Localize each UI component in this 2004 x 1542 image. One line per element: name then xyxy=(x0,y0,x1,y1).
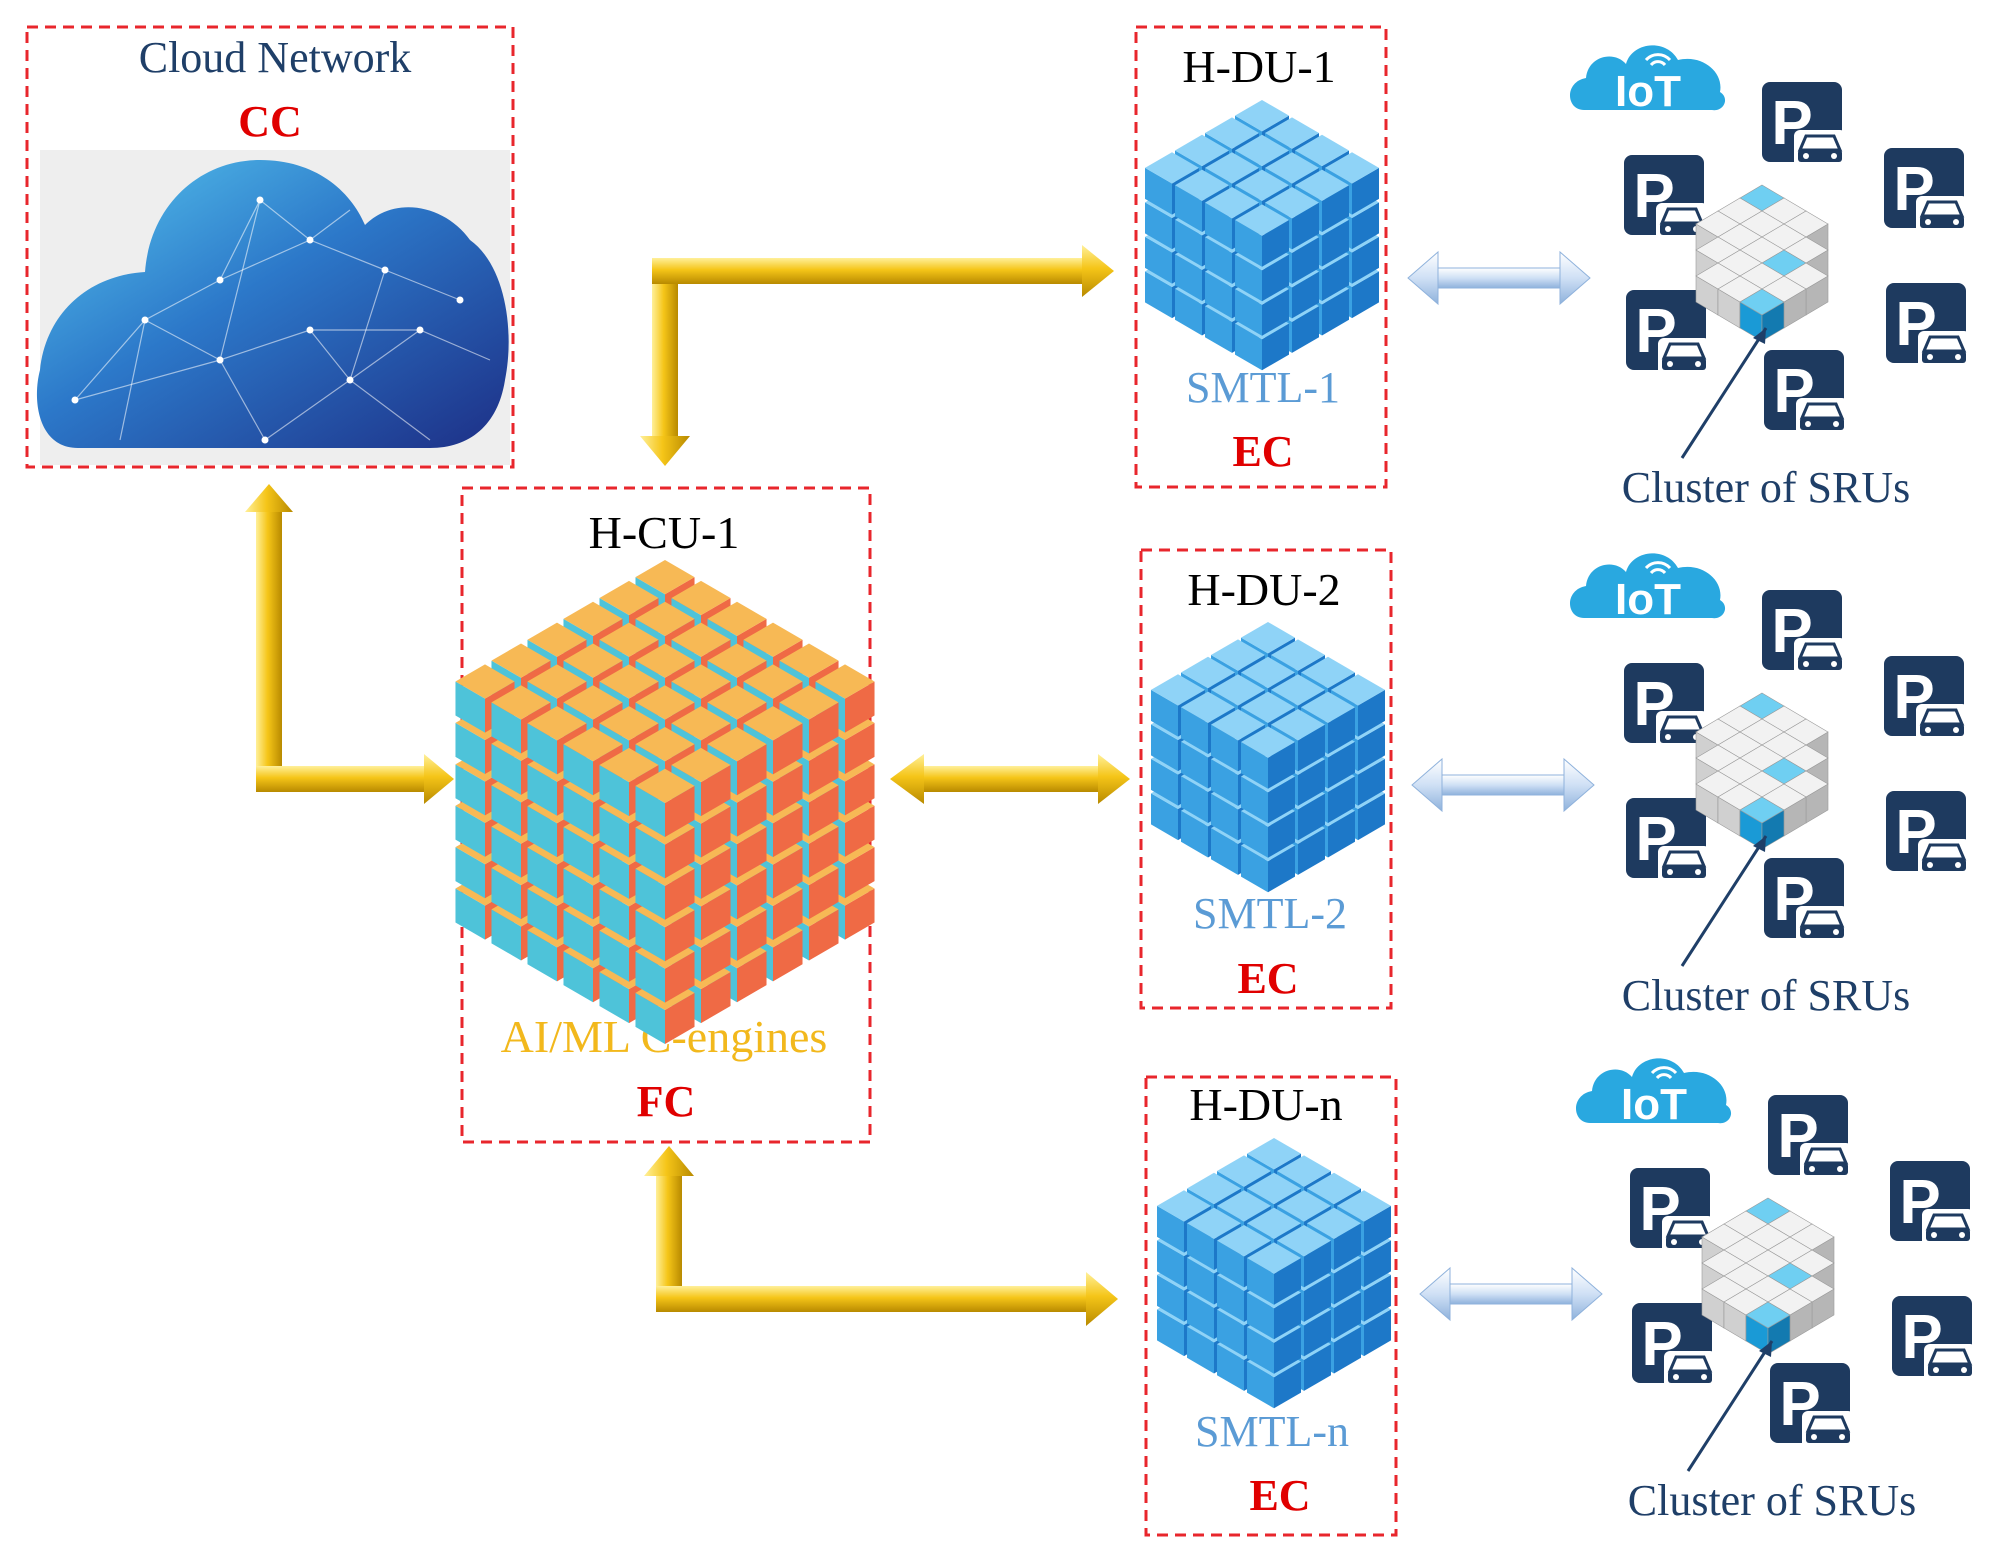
cloud-network-tag: CC xyxy=(238,97,302,146)
car-icon xyxy=(1656,711,1708,749)
cluster-caption: Cluster of SRUs xyxy=(1628,1476,1916,1525)
parking-sign-icon: P xyxy=(1630,1168,1714,1254)
car-icon xyxy=(1802,1411,1854,1449)
pointer-arrow xyxy=(1680,327,1768,459)
iot-cloud-icon: IoT xyxy=(1570,45,1726,116)
h-du-2-box xyxy=(1139,548,1393,1010)
car-icon xyxy=(1924,1344,1976,1382)
cloud-to-cu-arrow xyxy=(245,484,454,804)
ai-ml-engine-cube-icon xyxy=(455,560,875,1044)
car-icon xyxy=(1916,196,1968,234)
h-du-n-box xyxy=(1144,1075,1398,1537)
svg-text:IoT: IoT xyxy=(1621,1080,1687,1129)
car-icon xyxy=(1918,839,1970,877)
cloud-network-box xyxy=(25,25,515,469)
svg-text:IoT: IoT xyxy=(1615,67,1681,116)
h-cu-title: H-CU-1 xyxy=(589,507,740,558)
parking-sign-icon: P xyxy=(1770,1363,1854,1449)
smtl-n-label: SMTL-n xyxy=(1195,1407,1349,1456)
h-cu-box xyxy=(460,486,872,1144)
cloud-network-title: Cloud Network xyxy=(139,33,412,82)
h-du-n-title: H-DU-n xyxy=(1189,1079,1342,1130)
car-icon xyxy=(1796,398,1848,436)
iot-cloud-icon: IoT xyxy=(1570,553,1726,624)
cluster-caption: Cluster of SRUs xyxy=(1622,463,1910,512)
car-icon xyxy=(1658,846,1710,884)
hub-cube-icon xyxy=(1701,1197,1835,1355)
smtl-1-label: SMTL-1 xyxy=(1186,363,1340,412)
hub-cube-icon xyxy=(1695,184,1829,342)
parking-sign-icon: P xyxy=(1626,798,1710,884)
car-icon xyxy=(1800,1143,1852,1181)
smtl-2-label: SMTL-2 xyxy=(1193,889,1347,938)
parking-sign-icon: P xyxy=(1762,590,1846,676)
car-icon xyxy=(1916,704,1968,742)
h-du-2-tag: EC xyxy=(1237,954,1298,1003)
svg-text:IoT: IoT xyxy=(1615,575,1681,624)
hub-cube-icon xyxy=(1695,692,1829,850)
cu-du2-arrow xyxy=(890,754,1130,804)
cloud-network-icon xyxy=(36,150,510,465)
du-n-cluster3-arrow xyxy=(1419,1266,1603,1322)
h-du-1-box xyxy=(1134,25,1388,489)
parking-sign-icon: P xyxy=(1768,1095,1852,1181)
parking-sign-icon: P xyxy=(1624,663,1708,749)
h-du-n-tag: EC xyxy=(1249,1471,1310,1520)
h-du-2-title: H-DU-2 xyxy=(1187,564,1340,615)
parking-sign-icon: P xyxy=(1764,350,1848,436)
pointer-arrow xyxy=(1680,835,1768,967)
parking-sign-icon: P xyxy=(1884,148,1968,234)
h-du-1-title: H-DU-1 xyxy=(1182,41,1335,92)
parking-sign-icon: P xyxy=(1764,858,1848,944)
pointer-arrow xyxy=(1686,1340,1774,1472)
smtl-2-cube-icon xyxy=(1151,622,1385,893)
parking-sign-icon: P xyxy=(1626,290,1710,376)
smtl-1-cube-icon xyxy=(1145,100,1379,371)
car-icon xyxy=(1794,130,1846,168)
car-icon xyxy=(1658,338,1710,376)
cu-to-du1-arrow xyxy=(640,245,1114,466)
cu-du-n-arrow xyxy=(644,1146,1118,1326)
h-du-1-tag: EC xyxy=(1232,427,1293,476)
parking-sign-icon: P xyxy=(1624,155,1708,241)
car-icon xyxy=(1918,331,1970,369)
iot-cloud-icon: IoT xyxy=(1576,1058,1732,1129)
cluster-caption: Cluster of SRUs xyxy=(1622,971,1910,1020)
parking-sign-icon: P xyxy=(1886,283,1970,369)
parking-sign-icon: P xyxy=(1886,791,1970,877)
parking-sign-icon: P xyxy=(1884,656,1968,742)
car-icon xyxy=(1794,638,1846,676)
car-icon xyxy=(1662,1216,1714,1254)
car-icon xyxy=(1664,1351,1716,1389)
parking-sign-icon: P xyxy=(1762,82,1846,168)
h-cu-tag: FC xyxy=(637,1077,696,1126)
car-icon xyxy=(1922,1209,1974,1247)
du2-cluster2-arrow xyxy=(1411,757,1595,813)
smtl-n-cube-icon xyxy=(1157,1138,1391,1409)
du1-cluster1-arrow xyxy=(1407,250,1591,306)
parking-sign-icon: P xyxy=(1632,1303,1716,1389)
parking-sign-icon: P xyxy=(1892,1296,1976,1382)
car-icon xyxy=(1796,906,1848,944)
car-icon xyxy=(1656,203,1708,241)
parking-sign-icon: P xyxy=(1890,1161,1974,1247)
